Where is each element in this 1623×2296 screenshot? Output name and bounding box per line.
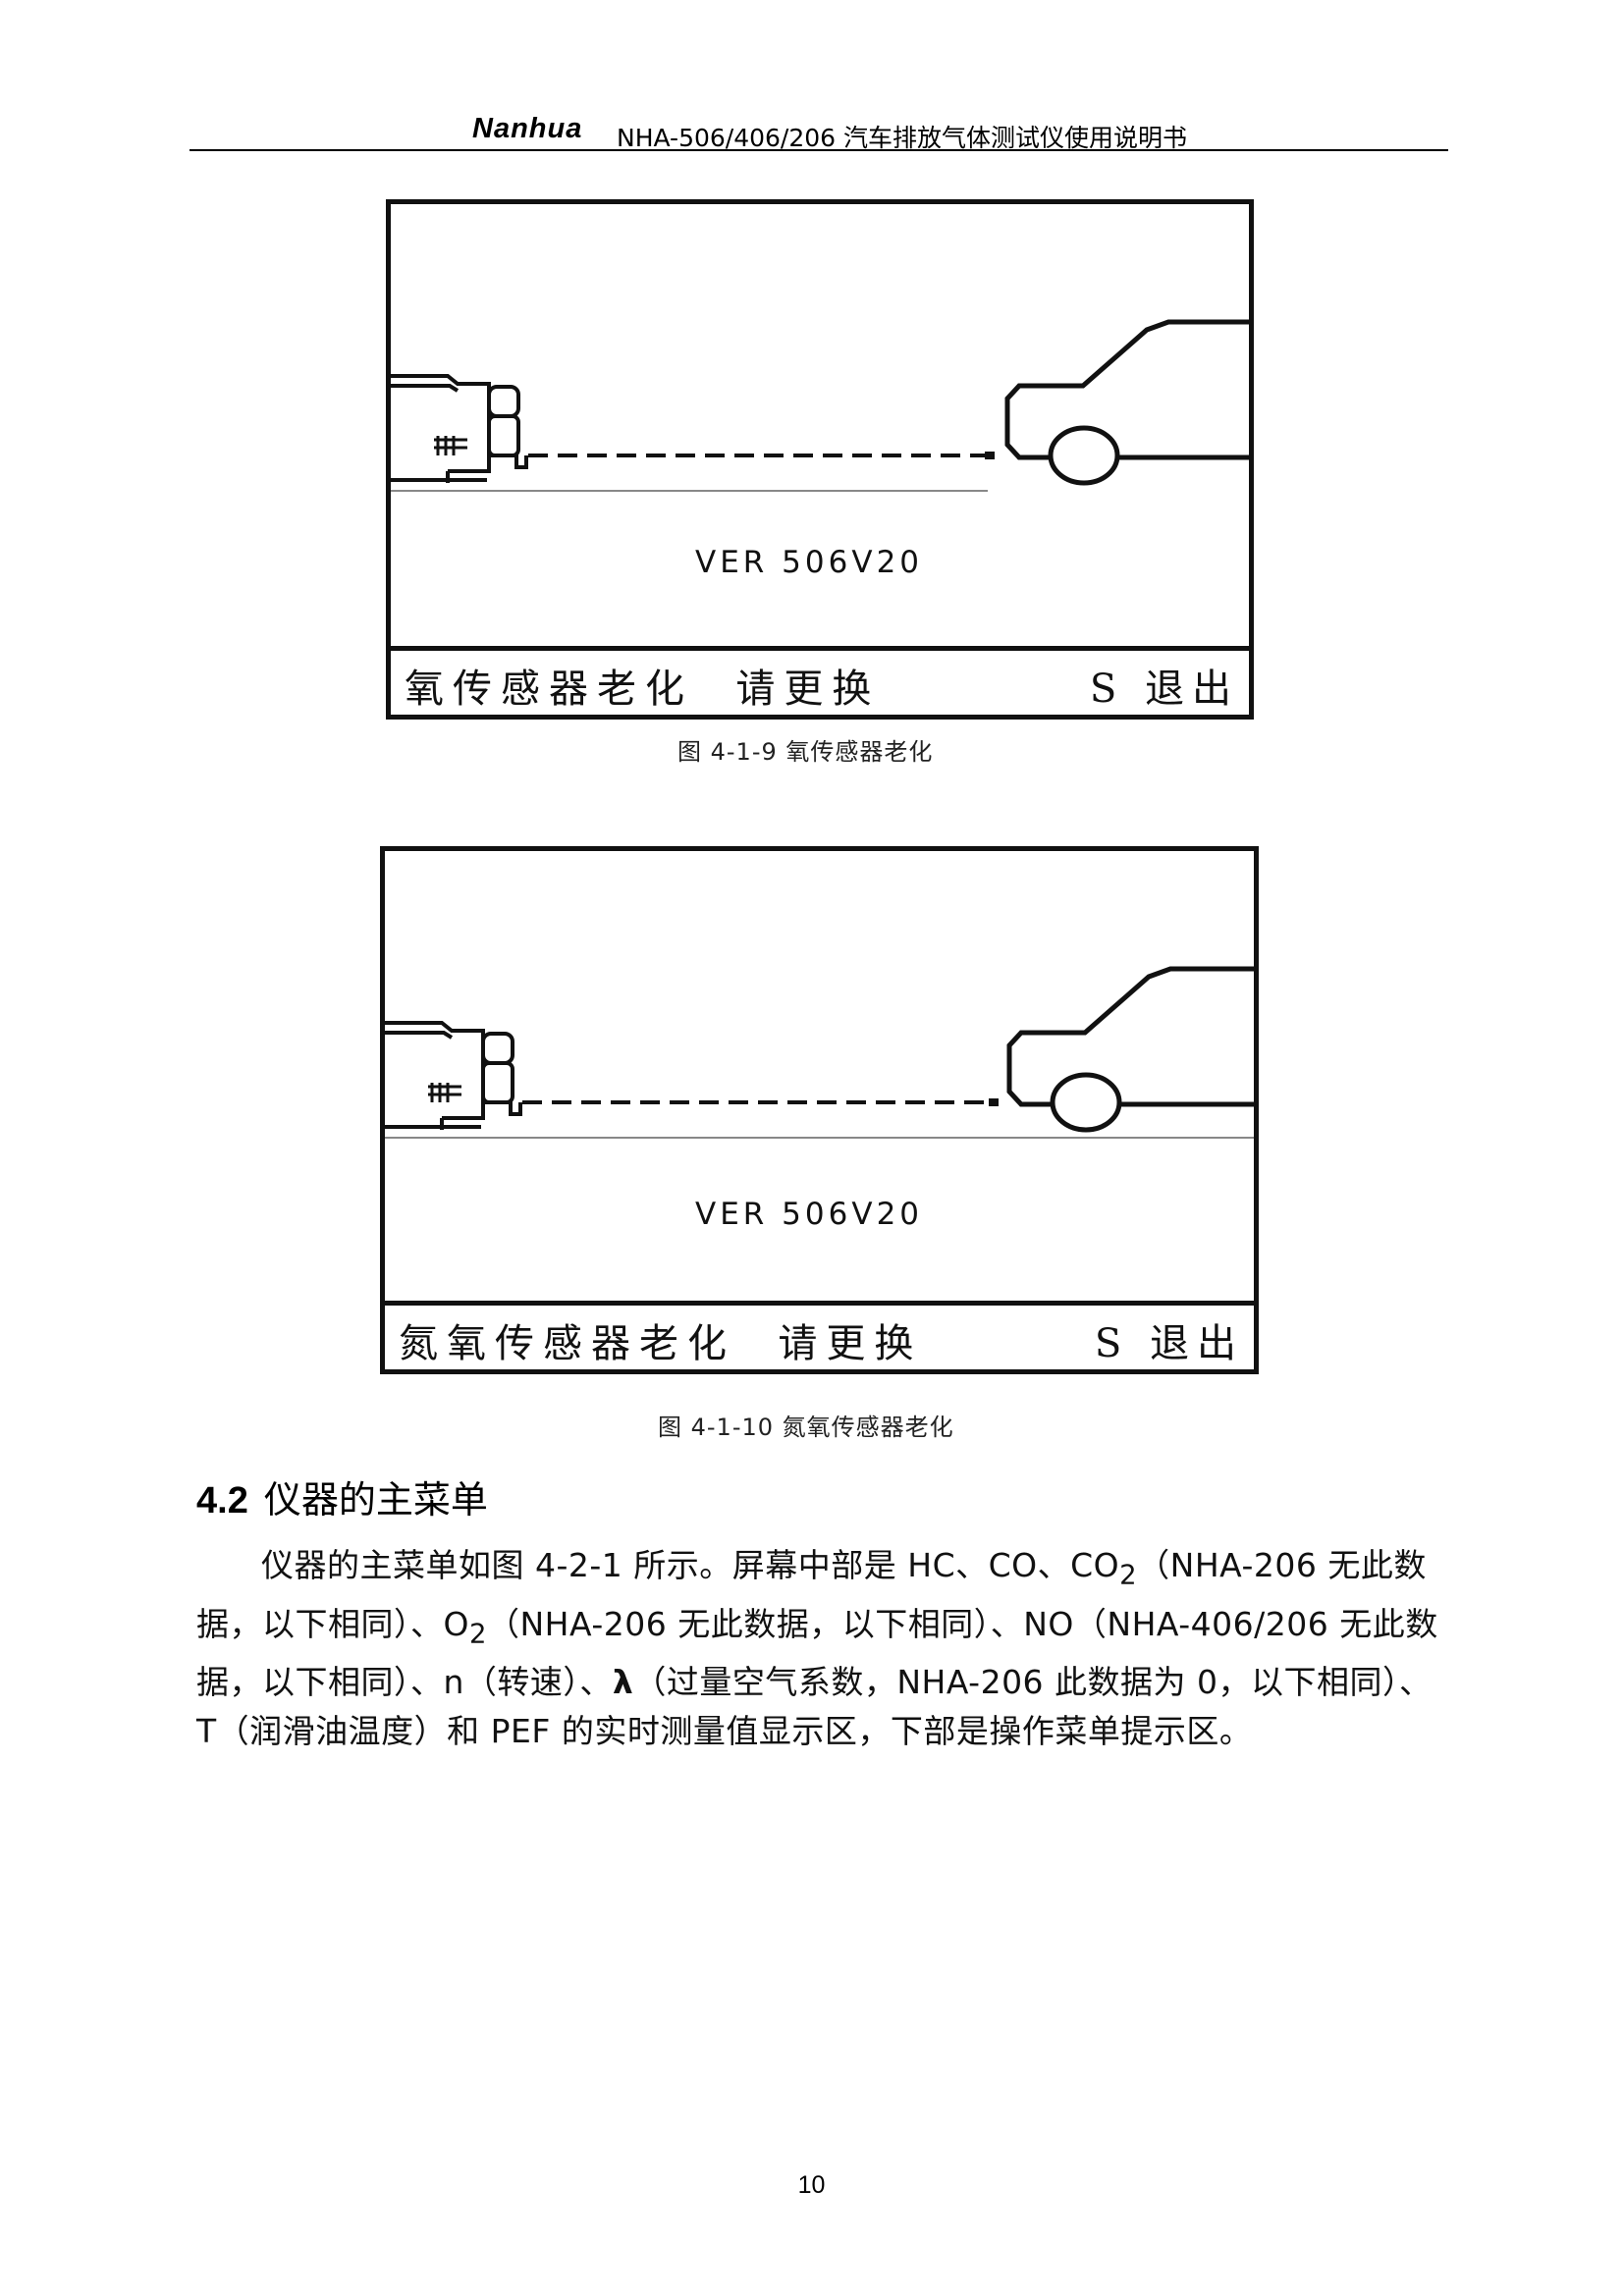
- device-screen-figure-1: VER 506V20 氧传感器老化 请更换 S 退出: [386, 199, 1254, 720]
- body-paragraph: 仪器的主菜单如图 4-2-1 所示。屏幕中部是 HC、CO、CO2（NHA-20…: [196, 1546, 1438, 1751]
- probe-car-illustration: [391, 319, 1249, 492]
- probe-car-illustration: [385, 966, 1254, 1139]
- version-label: VER 506V20: [695, 1197, 924, 1232]
- exit-hint: S 退出: [1094, 1321, 1244, 1366]
- exit-hint: S 退出: [1089, 667, 1239, 712]
- warning-message: 氮氧传感器老化 请更换: [399, 1321, 923, 1366]
- figure-caption-2: 图 4-1-10 氮氧传感器老化: [658, 1414, 954, 1441]
- section-heading: 4.2 仪器的主菜单: [196, 1469, 488, 1523]
- version-label: VER 506V20: [695, 545, 924, 580]
- header-title: NHA-506/406/206 汽车排放气体测试仪使用说明书: [617, 124, 1188, 152]
- status-bar: 氮氧传感器老化 请更换 S 退出: [385, 1301, 1254, 1369]
- device-screen-figure-2: VER 506V20 氮氧传感器老化 请更换 S 退出: [380, 846, 1259, 1374]
- page-number: 10: [797, 2171, 826, 2199]
- lambda-symbol: λ: [612, 1663, 634, 1702]
- warning-message: 氧传感器老化 请更换: [405, 667, 881, 712]
- nanhua-logo: Nanhua: [472, 113, 583, 144]
- status-bar: 氧传感器老化 请更换 S 退出: [391, 646, 1249, 715]
- figure-caption-1: 图 4-1-9 氧传感器老化: [677, 738, 934, 766]
- page-header: Nanhua NHA-506/406/206 汽车排放气体测试仪使用说明书: [189, 110, 1448, 152]
- section-number: 4.2: [196, 1480, 248, 1522]
- section-title: 仪器的主菜单: [263, 1478, 488, 1522]
